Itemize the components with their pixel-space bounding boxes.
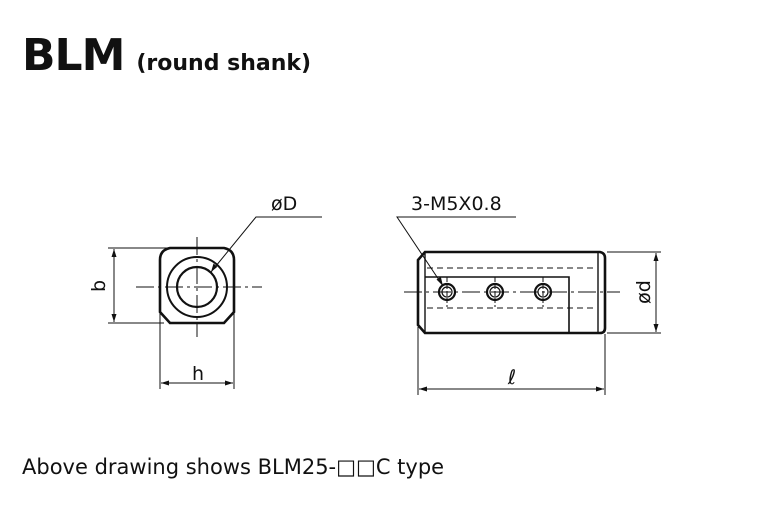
- width-label: h: [192, 363, 204, 385]
- screw-spec-label: 3-M5X0.8: [411, 193, 502, 215]
- length-label: ℓ: [507, 365, 516, 389]
- side-view-outline: [416, 250, 607, 335]
- bore-diameter-label: øD: [271, 193, 297, 215]
- h-arrow-left: [161, 380, 169, 386]
- l-arrow-left: [419, 386, 427, 392]
- product-subtitle: (round shank): [136, 51, 312, 76]
- bore-diameter-leader: [210, 216, 322, 273]
- d-arrow-bottom: [653, 324, 659, 332]
- h-arrow-right: [225, 380, 233, 386]
- screw-hole-2: [485, 277, 505, 307]
- end-view: [108, 216, 322, 389]
- product-title: BLM (round shank): [22, 30, 311, 81]
- screw-hole-1: [437, 277, 457, 307]
- shank-diameter-label: ød: [633, 280, 655, 304]
- drawing-caption: Above drawing shows BLM25-□□C type: [22, 455, 445, 479]
- screw-spec-arrow: [436, 276, 443, 286]
- screw-hole-3: [533, 277, 553, 307]
- l-arrow-right: [596, 386, 604, 392]
- side-slot: [425, 276, 570, 333]
- d-arrow-top: [653, 253, 659, 261]
- product-code: BLM: [22, 30, 125, 81]
- screw-spec-leader: [396, 216, 516, 287]
- b-arrow-bottom: [111, 314, 117, 322]
- side-view: [396, 216, 661, 395]
- height-label: b: [88, 280, 110, 292]
- b-arrow-top: [111, 249, 117, 257]
- bore-diameter-arrow: [211, 263, 218, 272]
